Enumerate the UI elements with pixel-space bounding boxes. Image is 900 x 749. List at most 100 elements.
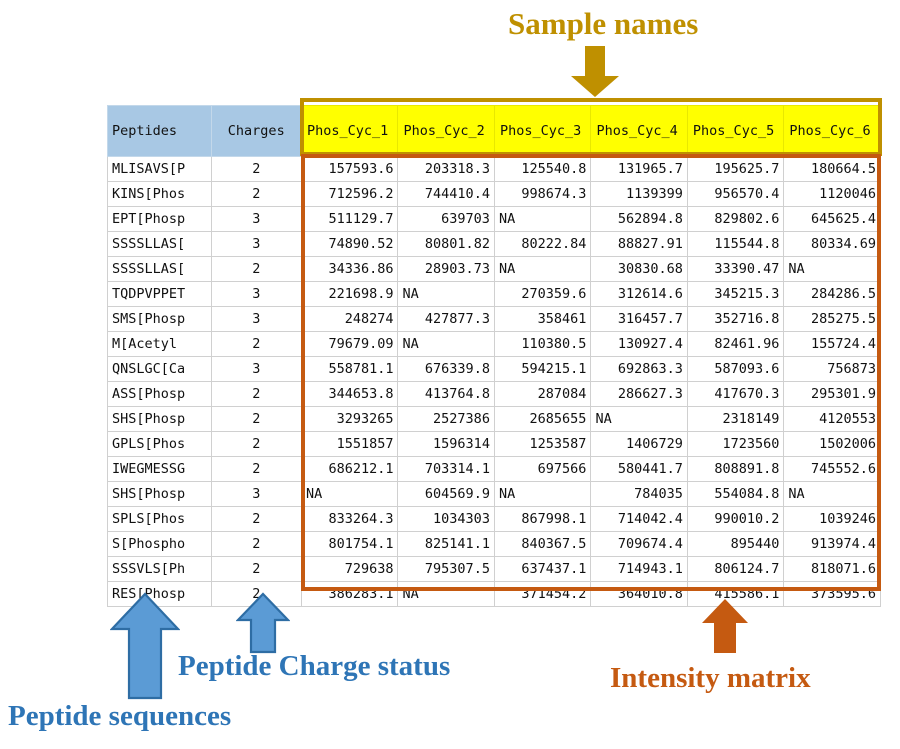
cell-intensity-s1[interactable]: 712596.2 xyxy=(300,181,399,207)
cell-intensity-s6[interactable]: 1039246 xyxy=(783,506,881,532)
cell-peptide[interactable]: EPT[Phosp xyxy=(107,206,212,232)
cell-intensity-s5[interactable]: 345215.3 xyxy=(686,281,785,307)
cell-intensity-s3[interactable]: 270359.6 xyxy=(493,281,592,307)
cell-intensity-s1[interactable]: 1551857 xyxy=(300,431,399,457)
cell-intensity-s5[interactable]: 829802.6 xyxy=(686,206,785,232)
cell-intensity-s6[interactable]: 80334.69 xyxy=(783,231,881,257)
cell-intensity-s3[interactable]: 867998.1 xyxy=(493,506,592,532)
cell-intensity-s3[interactable]: 110380.5 xyxy=(493,331,592,357)
cell-intensity-s3[interactable]: 637437.1 xyxy=(493,556,592,582)
cell-intensity-s5[interactable]: 806124.7 xyxy=(686,556,785,582)
cell-intensity-s5[interactable]: 33390.47 xyxy=(686,256,785,282)
cell-intensity-s4[interactable]: NA xyxy=(590,406,688,432)
cell-charge[interactable]: 2 xyxy=(210,431,302,457)
cell-peptide[interactable]: SHS[Phosp xyxy=(107,406,212,432)
cell-peptide[interactable]: ASS[Phosp xyxy=(107,381,212,407)
cell-intensity-s2[interactable]: 1034303 xyxy=(397,506,495,532)
cell-intensity-s2[interactable]: 795307.5 xyxy=(397,556,495,582)
cell-intensity-s4[interactable]: 562894.8 xyxy=(590,206,688,232)
cell-intensity-s3[interactable]: 697566 xyxy=(493,456,592,482)
cell-intensity-s1[interactable]: NA xyxy=(300,481,399,507)
cell-intensity-s6[interactable]: 1502006 xyxy=(783,431,881,457)
cell-intensity-s4[interactable]: 580441.7 xyxy=(590,456,688,482)
cell-charge[interactable]: 2 xyxy=(210,456,302,482)
cell-intensity-s5[interactable]: 2318149 xyxy=(686,406,785,432)
cell-intensity-s1[interactable]: 729638 xyxy=(300,556,399,582)
cell-intensity-s2[interactable]: NA xyxy=(397,581,495,607)
cell-intensity-s3[interactable]: NA xyxy=(493,206,592,232)
cell-intensity-s1[interactable]: 248274 xyxy=(300,306,399,332)
cell-charge[interactable]: 2 xyxy=(210,331,302,357)
cell-intensity-s1[interactable]: 386283.1 xyxy=(300,581,399,607)
cell-peptide[interactable]: SPLS[Phos xyxy=(107,506,212,532)
cell-intensity-s3[interactable]: 594215.1 xyxy=(493,356,592,382)
cell-peptide[interactable]: TQDPVPPET xyxy=(107,281,212,307)
cell-intensity-s4[interactable]: 316457.7 xyxy=(590,306,688,332)
cell-intensity-s6[interactable]: 913974.4 xyxy=(783,531,881,557)
cell-intensity-s6[interactable]: 4120553 xyxy=(783,406,881,432)
cell-intensity-s2[interactable]: 604569.9 xyxy=(397,481,495,507)
column-header-sample-1[interactable]: Phos_Cyc_1 xyxy=(300,105,399,157)
cell-peptide[interactable]: GPLS[Phos xyxy=(107,431,212,457)
cell-intensity-s4[interactable]: 1139399 xyxy=(590,181,688,207)
cell-intensity-s3[interactable]: 2685655 xyxy=(493,406,592,432)
cell-intensity-s6[interactable]: 180664.5 xyxy=(783,156,881,182)
cell-intensity-s5[interactable]: 1723560 xyxy=(686,431,785,457)
cell-intensity-s3[interactable]: 998674.3 xyxy=(493,181,592,207)
cell-intensity-s2[interactable]: 639703 xyxy=(397,206,495,232)
cell-intensity-s5[interactable]: 352716.8 xyxy=(686,306,785,332)
cell-intensity-s1[interactable]: 558781.1 xyxy=(300,356,399,382)
cell-intensity-s1[interactable]: 79679.09 xyxy=(300,331,399,357)
cell-intensity-s1[interactable]: 74890.52 xyxy=(300,231,399,257)
cell-intensity-s1[interactable]: 34336.86 xyxy=(300,256,399,282)
cell-intensity-s6[interactable]: 295301.9 xyxy=(783,381,881,407)
cell-intensity-s5[interactable]: 82461.96 xyxy=(686,331,785,357)
cell-intensity-s4[interactable]: 30830.68 xyxy=(590,256,688,282)
cell-intensity-s3[interactable]: 1253587 xyxy=(493,431,592,457)
cell-intensity-s2[interactable]: 1596314 xyxy=(397,431,495,457)
cell-intensity-s2[interactable]: 703314.1 xyxy=(397,456,495,482)
cell-intensity-s1[interactable]: 801754.1 xyxy=(300,531,399,557)
cell-intensity-s6[interactable]: 373595.6 xyxy=(783,581,881,607)
cell-charge[interactable]: 3 xyxy=(210,231,302,257)
cell-charge[interactable]: 3 xyxy=(210,206,302,232)
cell-intensity-s2[interactable]: 80801.82 xyxy=(397,231,495,257)
cell-charge[interactable]: 2 xyxy=(210,381,302,407)
cell-peptide[interactable]: QNSLGC[Ca xyxy=(107,356,212,382)
cell-intensity-s2[interactable]: 825141.1 xyxy=(397,531,495,557)
cell-intensity-s2[interactable]: 28903.73 xyxy=(397,256,495,282)
cell-intensity-s1[interactable]: 511129.7 xyxy=(300,206,399,232)
cell-intensity-s2[interactable]: 676339.8 xyxy=(397,356,495,382)
cell-intensity-s4[interactable]: 784035 xyxy=(590,481,688,507)
cell-charge[interactable]: 2 xyxy=(210,556,302,582)
cell-intensity-s4[interactable]: 88827.91 xyxy=(590,231,688,257)
cell-charge[interactable]: 3 xyxy=(210,306,302,332)
column-header-sample-6[interactable]: Phos_Cyc_6 xyxy=(783,105,881,157)
cell-intensity-s6[interactable]: 284286.5 xyxy=(783,281,881,307)
cell-intensity-s5[interactable]: 195625.7 xyxy=(686,156,785,182)
cell-intensity-s1[interactable]: 221698.9 xyxy=(300,281,399,307)
cell-intensity-s5[interactable]: 554084.8 xyxy=(686,481,785,507)
cell-peptide[interactable]: KINS[Phos xyxy=(107,181,212,207)
cell-intensity-s3[interactable]: 371454.2 xyxy=(493,581,592,607)
cell-intensity-s5[interactable]: 990010.2 xyxy=(686,506,785,532)
cell-intensity-s2[interactable]: 427877.3 xyxy=(397,306,495,332)
cell-intensity-s4[interactable]: 364010.8 xyxy=(590,581,688,607)
cell-intensity-s4[interactable]: 1406729 xyxy=(590,431,688,457)
cell-intensity-s2[interactable]: 2527386 xyxy=(397,406,495,432)
cell-intensity-s6[interactable]: NA xyxy=(783,481,881,507)
cell-intensity-s3[interactable]: NA xyxy=(493,256,592,282)
cell-intensity-s6[interactable]: NA xyxy=(783,256,881,282)
cell-charge[interactable]: 3 xyxy=(210,281,302,307)
